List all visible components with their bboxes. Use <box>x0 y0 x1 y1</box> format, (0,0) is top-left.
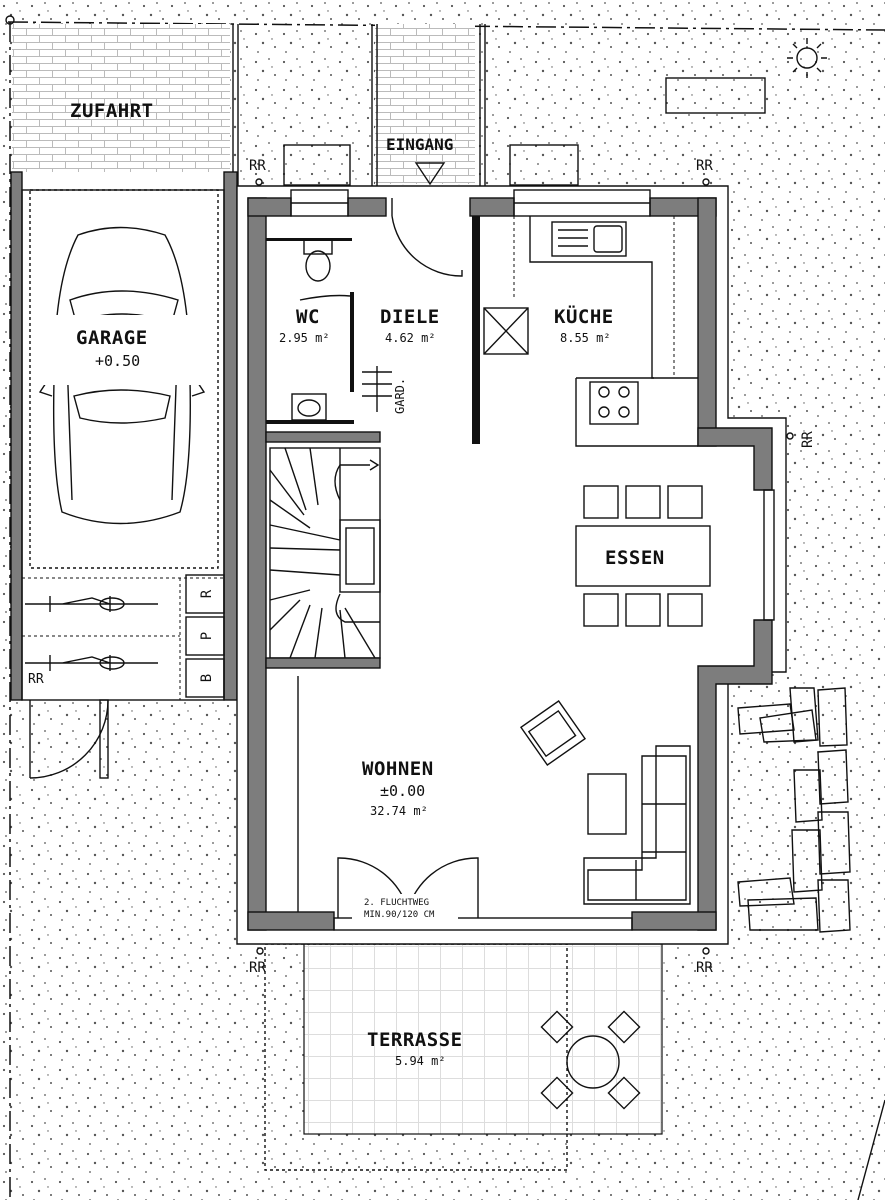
zufahrt-label: ZUFAHRT <box>70 100 154 122</box>
garage: GARAGE +0.50 R P B RR <box>10 171 238 701</box>
armchair <box>519 699 587 767</box>
rainwater-marker: RR RR RR RR RR <box>249 158 816 976</box>
toilet-icon <box>303 239 333 282</box>
garage-side-door <box>29 699 109 779</box>
driveway <box>12 24 230 184</box>
terrace-table <box>540 1010 641 1110</box>
storage-box <box>185 658 225 698</box>
wohnen-level: ±0.00 <box>380 782 425 800</box>
kueche-area: 8.55 m² <box>560 331 611 345</box>
coffee-table <box>587 773 627 835</box>
svg-text:RR: RR <box>249 158 266 174</box>
storage-label: B <box>199 674 215 682</box>
window <box>290 189 775 931</box>
window-sill <box>283 144 351 186</box>
fluchtweg-line1: 2. FLUCHTWEG <box>364 898 429 908</box>
fluchtweg-line2: MIN.90/120 CM <box>364 910 435 920</box>
garage-level: +0.50 <box>95 352 140 370</box>
dining-table <box>575 485 711 627</box>
exterior-walls <box>247 197 773 931</box>
wc-area: 2.95 m² <box>279 331 330 345</box>
essen-label: ESSEN <box>605 547 665 569</box>
diele-label: DIELE <box>380 306 440 328</box>
wohnen-label: WOHNEN <box>362 758 434 780</box>
garderobe-label: GARD. <box>393 378 407 414</box>
svg-text:RR: RR <box>696 960 713 976</box>
diele-area: 4.62 m² <box>385 331 436 345</box>
house-interior <box>236 185 787 945</box>
kitchen-sink-icon <box>551 221 627 257</box>
kitchen-counter <box>483 216 698 447</box>
terrace <box>303 943 663 1135</box>
sink-icon <box>291 393 327 421</box>
garage-label: GARAGE <box>76 327 148 349</box>
property-line-right <box>857 1099 885 1200</box>
terrace-label: TERRASSE <box>367 1029 463 1051</box>
svg-text:RR: RR <box>696 158 713 174</box>
svg-text:RR: RR <box>800 431 816 448</box>
entrance-label: EINGANG <box>386 135 453 154</box>
svg-text:RR: RR <box>249 960 266 976</box>
wohnen-area: 32.74 m² <box>370 804 428 818</box>
storage-label: P <box>199 632 215 640</box>
bicycle-icon <box>25 655 158 671</box>
window-sill <box>509 144 579 186</box>
stepping-stones <box>737 687 851 933</box>
sun-icon <box>787 38 827 78</box>
kueche-label: KÜCHE <box>554 304 614 328</box>
sofa <box>583 745 691 905</box>
rainwater-label: RR <box>28 672 44 687</box>
bicycle-icon <box>25 596 158 612</box>
storage-box <box>185 574 225 614</box>
entrance-arrow <box>414 162 446 186</box>
storage-box <box>185 616 225 656</box>
entrance-door <box>391 198 463 277</box>
staircase <box>269 447 381 659</box>
stair-wall <box>265 657 381 669</box>
stove-icon <box>589 381 639 425</box>
storage-label: R <box>199 589 215 598</box>
garden-bench <box>665 77 766 114</box>
terrace-area: 5.94 m² <box>395 1054 446 1068</box>
wardrobe-rail <box>362 366 392 412</box>
wc-label: WC <box>296 306 320 328</box>
